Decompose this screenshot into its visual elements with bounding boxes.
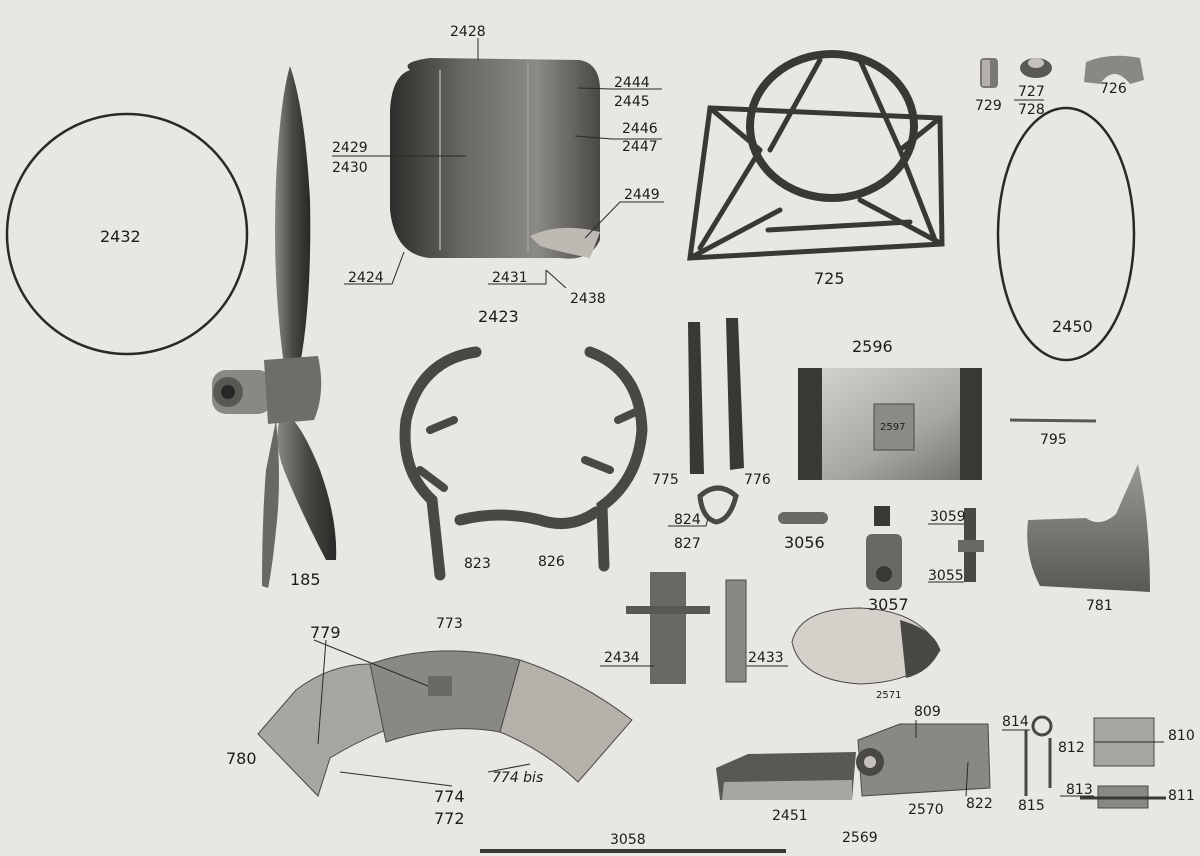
- label-3058: 3058: [610, 832, 646, 848]
- propeller: [212, 66, 337, 588]
- label-727: 727: [1018, 84, 1045, 100]
- part-labels: 2428 2444 2445 2446 2447 2429 2430 2449 …: [100, 24, 1195, 848]
- label-2424: 2424: [348, 270, 384, 286]
- label-2571: 2571: [876, 690, 901, 701]
- label-814: 814: [1002, 714, 1029, 730]
- label-813: 813: [1066, 782, 1093, 798]
- label-2447: 2447: [622, 139, 658, 155]
- label-775: 775: [652, 472, 679, 488]
- label-780: 780: [226, 749, 257, 768]
- leader-lines: [313, 38, 1164, 797]
- label-822: 822: [966, 796, 993, 812]
- cap-727: [1020, 58, 1052, 78]
- engine-cowling: [390, 58, 600, 259]
- label-2433: 2433: [748, 650, 784, 666]
- label-773: 773: [436, 616, 463, 632]
- label-2423: 2423: [478, 307, 519, 326]
- label-3059: 3059: [930, 509, 966, 525]
- rod-795: [1009, 418, 1097, 423]
- label-815: 815: [1018, 798, 1045, 814]
- label-824: 824: [674, 512, 701, 528]
- label-2445: 2445: [614, 94, 650, 110]
- valve-3057: [866, 506, 902, 590]
- label-776: 776: [744, 472, 771, 488]
- label-772: 772: [434, 809, 465, 828]
- strip-775: [688, 322, 704, 474]
- label-2450: 2450: [1052, 317, 1093, 336]
- clip-814: [1031, 715, 1053, 737]
- label-3057: 3057: [868, 595, 909, 614]
- fitting-3059: [958, 508, 984, 582]
- mechanism-2570: [856, 723, 991, 797]
- label-774: 774: [434, 787, 465, 806]
- ring-2450: [996, 106, 1136, 362]
- label-2449: 2449: [624, 187, 660, 203]
- label-826: 826: [538, 554, 565, 570]
- label-779: 779: [310, 623, 341, 642]
- label-185: 185: [290, 570, 321, 589]
- label-827: 827: [674, 536, 701, 552]
- label-2434: 2434: [604, 650, 640, 666]
- label-2428: 2428: [450, 24, 486, 40]
- label-2432: 2432: [100, 227, 141, 246]
- small-ring-824: [697, 485, 739, 525]
- label-2569: 2569: [842, 830, 878, 846]
- label-2596: 2596: [852, 337, 893, 356]
- rib-2433: [725, 579, 747, 683]
- panel-781: [1027, 464, 1150, 592]
- pin-3056: [778, 512, 828, 524]
- label-774-bis: 774 bis: [492, 770, 543, 786]
- label-729: 729: [975, 98, 1002, 114]
- tray-2451: [716, 752, 856, 800]
- segmented-cowl-780: [257, 650, 633, 797]
- rib-2434: [626, 572, 710, 684]
- label-2429: 2429: [332, 140, 368, 156]
- label-3056: 3056: [784, 533, 825, 552]
- label-781: 781: [1086, 598, 1113, 614]
- engine-mount-frame: [687, 50, 945, 261]
- label-726: 726: [1100, 81, 1127, 97]
- bracket-726: [1084, 55, 1144, 84]
- label-3055: 3055: [928, 568, 964, 584]
- label-809: 809: [914, 704, 941, 720]
- strap-811: [1080, 785, 1166, 809]
- label-811: 811: [1168, 788, 1195, 804]
- label-2446: 2446: [622, 121, 658, 137]
- nose-cone-2571: [791, 607, 941, 685]
- label-2438: 2438: [570, 291, 606, 307]
- label-2444: 2444: [614, 75, 650, 91]
- exhaust-collector: [399, 346, 648, 581]
- label-2430: 2430: [332, 160, 368, 176]
- panel-2596: [798, 368, 982, 480]
- label-728: 728: [1018, 102, 1045, 118]
- label-2431: 2431: [492, 270, 528, 286]
- ring-2432: [5, 112, 249, 356]
- label-795: 795: [1040, 432, 1067, 448]
- label-2570: 2570: [908, 802, 944, 818]
- label-2451: 2451: [772, 808, 808, 824]
- label-812: 812: [1058, 740, 1085, 756]
- bushing-729: [980, 58, 998, 88]
- label-725: 725: [814, 269, 845, 288]
- strip-776: [726, 318, 744, 470]
- label-810: 810: [1168, 728, 1195, 744]
- label-2597: 2597: [880, 422, 905, 433]
- label-823: 823: [464, 556, 491, 572]
